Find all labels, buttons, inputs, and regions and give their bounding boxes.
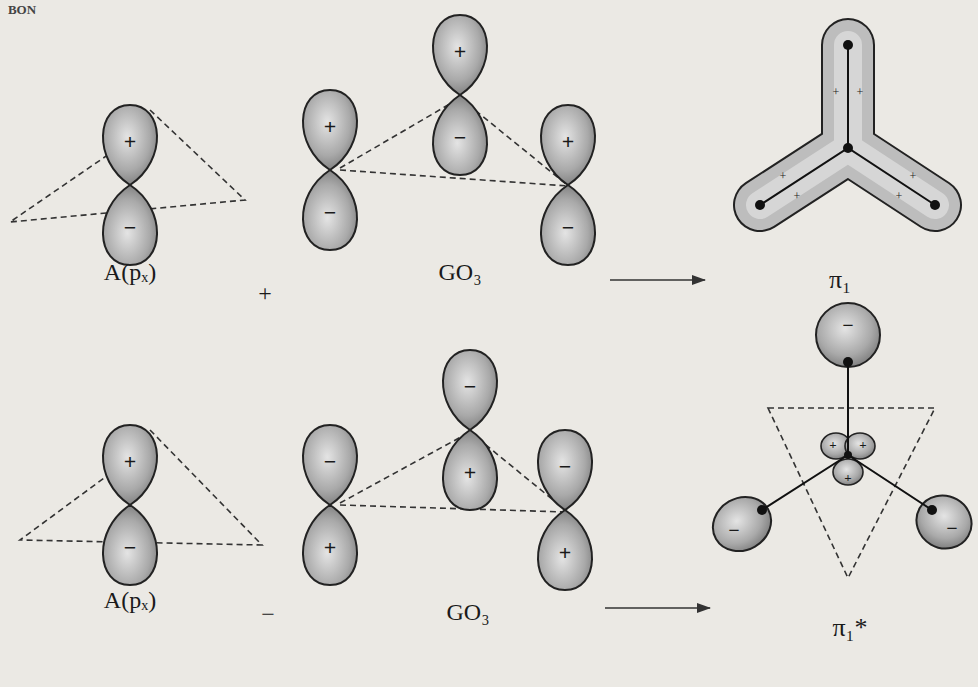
p-orbitals	[103, 15, 595, 590]
phase-sign: +	[562, 131, 575, 153]
orbital-label: π₁*	[832, 615, 867, 641]
phase-sign: +	[833, 86, 840, 98]
pi1-orbital	[755, 40, 940, 210]
orbital-label: A(pₓ)	[104, 588, 156, 612]
orbital-label: GO₃	[446, 600, 489, 624]
phase-sign: −	[324, 451, 337, 473]
phase-sign: +	[454, 41, 467, 63]
phase-sign: +	[324, 537, 337, 559]
phase-sign: +	[794, 190, 801, 202]
phase-sign: −	[562, 217, 575, 239]
phase-sign: +	[844, 471, 851, 484]
phase-sign: +	[780, 170, 787, 182]
phase-sign: −	[454, 127, 467, 149]
phase-sign: +	[829, 438, 836, 451]
phase-sign: −	[464, 376, 477, 398]
phase-sign: +	[464, 462, 477, 484]
header-fragment: BON	[8, 3, 36, 16]
operator: +	[258, 281, 272, 305]
phase-sign: +	[124, 131, 137, 153]
phase-sign: −	[842, 315, 853, 335]
operator: −	[261, 602, 275, 626]
orbital-label: π₁	[829, 267, 851, 293]
phase-sign: −	[124, 217, 137, 239]
phase-sign: −	[559, 456, 572, 478]
phase-sign: +	[910, 170, 917, 182]
phase-sign: −	[124, 537, 137, 559]
phase-sign: −	[728, 520, 739, 540]
phase-sign: −	[324, 202, 337, 224]
phase-sign: +	[559, 542, 572, 564]
phase-sign: −	[946, 518, 957, 538]
pi1-star-orbital	[703, 303, 978, 562]
reaction-arrow	[605, 280, 710, 608]
orbital-label: A(pₓ)	[104, 260, 156, 284]
phase-sign: +	[124, 451, 137, 473]
orbital-label: GO₃	[438, 260, 481, 284]
phase-sign: +	[859, 438, 866, 451]
phase-sign: +	[857, 86, 864, 98]
phase-sign: +	[896, 190, 903, 202]
phase-sign: +	[324, 116, 337, 138]
